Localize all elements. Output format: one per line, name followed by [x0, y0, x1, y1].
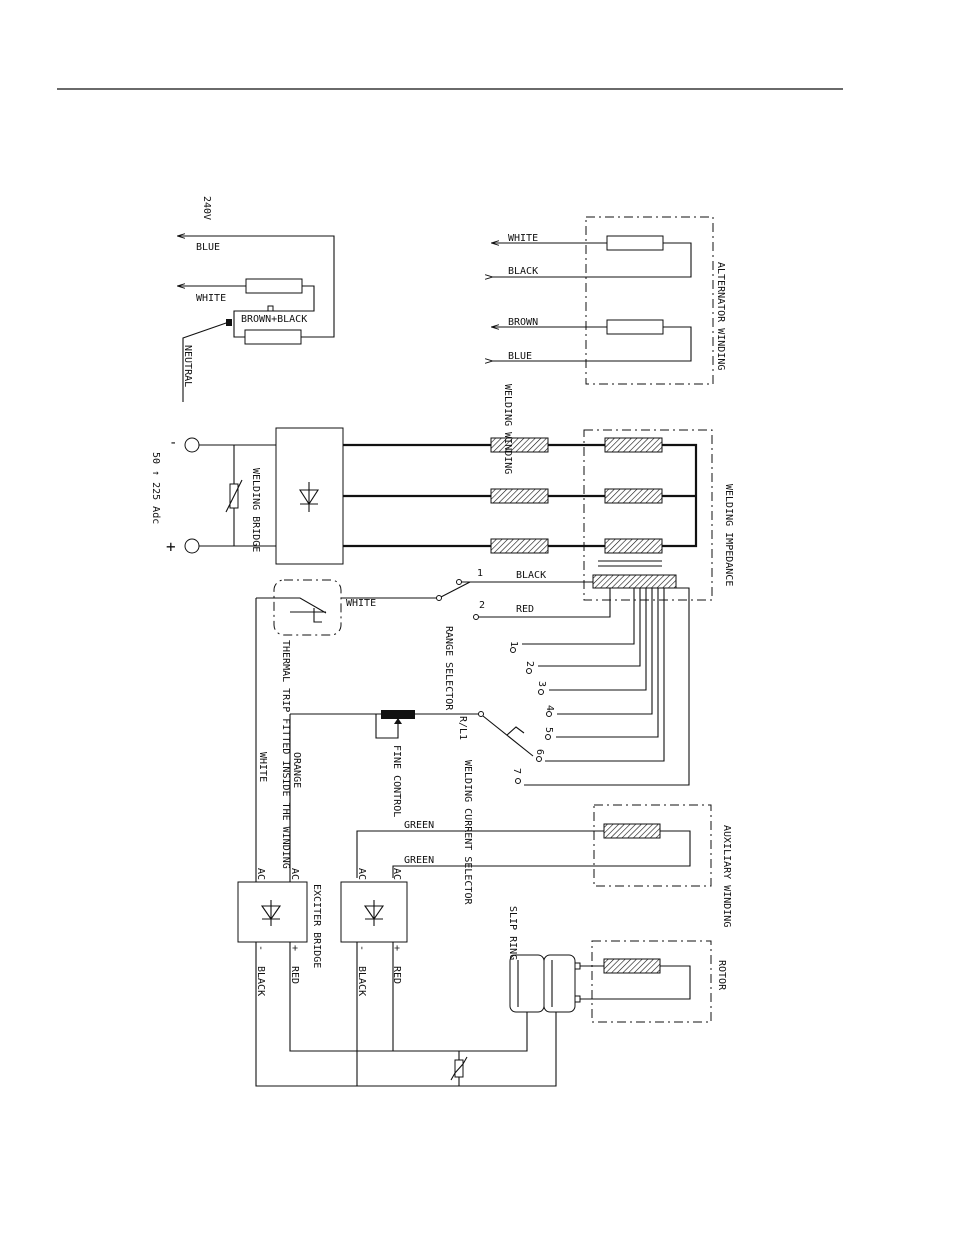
welding-winding-title: WELDING WINDING: [502, 384, 513, 474]
auxiliary-winding-title: AUXILIARY WINDING: [721, 825, 732, 927]
welding-section: - + 50 ↑ 225 Adc WELDING BRIDGE WELDING …: [150, 384, 734, 601]
welding-current-selector-title: WELDING CURRENT SELECTOR: [462, 760, 473, 905]
supply-resistor-lower: [244, 329, 302, 345]
auxiliary-winding-section: GREEN GREEN AUXILIARY WINDING: [356, 804, 732, 927]
field-bridge-red: RED: [289, 966, 300, 984]
tap-label-2: 2: [524, 661, 535, 667]
field-bridge-box: [237, 881, 308, 943]
white-wire-label: WHITE: [257, 752, 268, 782]
orange-wire-label: ORANGE: [291, 752, 302, 788]
alternator-winding-box: [585, 216, 714, 385]
welding-terminal-negative: [184, 437, 200, 453]
rotor-section: SLIP RING ROTOR: [507, 906, 727, 1023]
thermal-white-label: WHITE: [346, 598, 376, 609]
exciter-bridge-red: RED: [391, 966, 402, 984]
alternator-brown-label: BROWN: [508, 317, 538, 328]
tap-label-7: 7: [511, 768, 522, 774]
range-pos1-contact: [456, 579, 462, 585]
alternator-black-label: BLACK: [508, 266, 538, 277]
exciter-bridge-title: EXCITER BRIDGE: [311, 884, 322, 968]
field-bridge-ac-right: AC: [289, 868, 300, 880]
alternator-winding-title: ALTERNATOR WINDING: [715, 262, 726, 370]
tap-label-5: 5: [543, 727, 554, 733]
exciter-bridge-black: BLACK: [356, 966, 367, 996]
exciter-bridge-plus: +: [391, 945, 402, 951]
supply-white-label: WHITE: [196, 293, 226, 304]
welding-winding-coil-3: [490, 538, 549, 554]
field-bridge-plus: +: [289, 945, 300, 951]
fine-control-rheostat: [381, 710, 415, 719]
supply-blue-label: BLUE: [196, 242, 220, 253]
thermal-trip-box: [273, 579, 342, 636]
auxiliary-coil: [603, 823, 661, 839]
tap-label-4: 4: [544, 705, 555, 711]
slip-ring-1: [509, 954, 545, 1013]
tap-label-3: 3: [536, 681, 547, 687]
welding-impedance-box: [583, 429, 713, 601]
alternator-white-label: WHITE: [508, 233, 538, 244]
welding-minus-sign: -: [169, 435, 177, 451]
green-label-1: GREEN: [404, 820, 434, 831]
alternator-blue-label: BLUE: [508, 351, 532, 362]
slip-ring-2: [543, 954, 576, 1013]
welding-impedance-title: WELDING IMPEDANCE: [723, 484, 734, 586]
tap-label-1: 1: [508, 641, 519, 647]
thermal-trip-title: THERMAL TRIP FITTED INSIDE THE WINDING: [280, 640, 291, 869]
range-selector-title: RANGE SELECTOR: [443, 626, 454, 711]
impedance-coil-2: [604, 488, 663, 504]
selector-wiper: [482, 715, 534, 757]
selector-rl-label: R/L1: [457, 716, 468, 740]
field-bridge-ac-left: AC: [255, 868, 266, 880]
exciter-bridge-minus: -: [356, 945, 367, 951]
supply-terminal: [267, 305, 274, 312]
supply-section: 240V BLUE WHITE BROWN+BLACK NEUTRAL: [178, 196, 335, 402]
alternator-coil-2: [606, 319, 664, 335]
supply-neutral-label: NEUTRAL: [182, 345, 193, 387]
exciter-bridge-box: [340, 881, 408, 943]
rotor-coil: [603, 958, 661, 974]
welding-winding-coil-2: [490, 488, 549, 504]
welding-current-selector-section: 1 2 3 4 5 6 7 R/L1 WELDING CURRENT SELEC…: [290, 587, 690, 905]
supply-resistor-upper: [245, 278, 303, 294]
alternator-coil-1: [606, 235, 664, 251]
range-pos2-contact: [473, 614, 479, 620]
tap-label-6: 6: [534, 749, 545, 755]
welding-winding-coil-1: [490, 437, 549, 453]
auxiliary-winding-box: [593, 804, 712, 887]
rotor-title: ROTOR: [716, 960, 727, 991]
range-pos2-label: 2: [479, 600, 485, 611]
welding-bridge-title: WELDING BRIDGE: [250, 468, 261, 552]
exciter-bridge-ac-right: AC: [391, 868, 402, 880]
tapped-reactor: [592, 574, 677, 589]
range-black-label: BLACK: [516, 570, 546, 581]
range-selector-section: BLACK 1 RED 2 RANGE SELECTOR WHITE THERM…: [256, 568, 611, 869]
range-selector-blade: [438, 581, 471, 599]
welding-terminal-positive: [184, 538, 200, 554]
supply-brown-black-label: BROWN+BLACK: [241, 314, 307, 325]
supply-voltage-label: 240V: [201, 196, 212, 220]
exciter-section: WHITE ORANGE AC AC - + BLACK RED EXCITER…: [237, 598, 557, 1087]
field-bridge-black: BLACK: [255, 966, 266, 996]
welding-plus-sign: +: [166, 537, 176, 556]
impedance-coil-3: [604, 538, 663, 554]
slip-ring-title: SLIP RING: [507, 906, 518, 960]
alternator-winding-section: WHITE BLACK BROWN BLUE ALTERNATOR WINDIN…: [492, 216, 726, 385]
selector-pivot: [478, 711, 484, 717]
green-label-2: GREEN: [404, 855, 434, 866]
rotor-box: [591, 940, 712, 1023]
welding-output-label: 50 ↑ 225 Adc: [150, 452, 161, 524]
range-red-label: RED: [516, 604, 534, 615]
exciter-bridge-ac-left: AC: [356, 868, 367, 880]
field-bridge-minus: -: [255, 945, 266, 951]
range-pos1-label: 1: [477, 568, 483, 579]
fine-control-title: FINE CONTROL: [391, 745, 402, 817]
impedance-coil-1: [604, 437, 663, 453]
